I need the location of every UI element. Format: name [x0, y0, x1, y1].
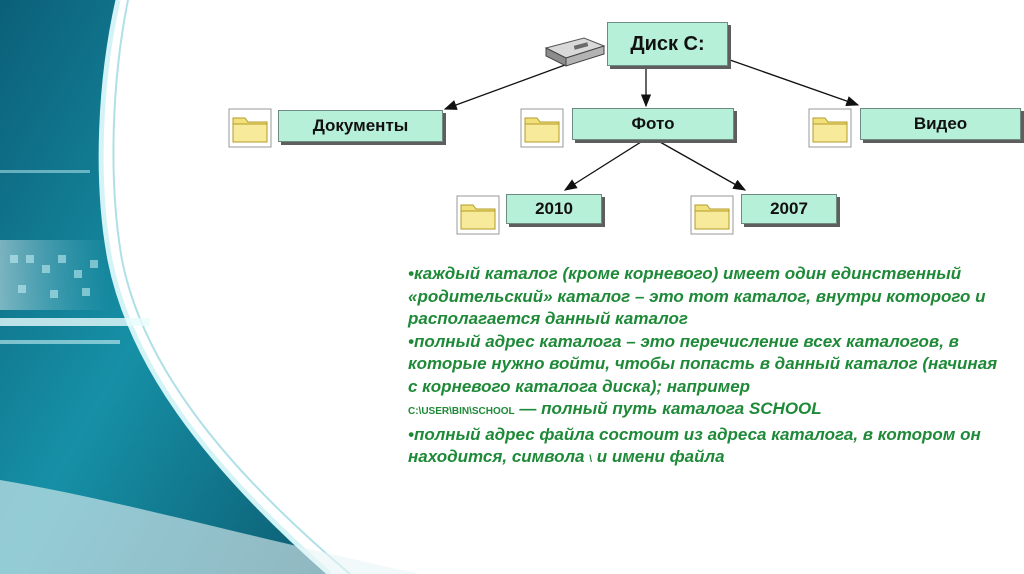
- node-2010: 2010: [506, 194, 602, 224]
- explanation-text: •каждый каталог (кроме корневого) имеет …: [408, 263, 1008, 472]
- path-example-desc: — полный путь каталога SCHOOL: [514, 399, 822, 418]
- paragraph-parent-directory: •каждый каталог (кроме корневого) имеет …: [408, 264, 986, 328]
- node-documents: Документы: [278, 110, 443, 142]
- node-disk-c: Диск С:: [607, 22, 728, 66]
- file-path-part-b: и имени файла: [592, 447, 725, 466]
- paragraph-path-example: C:\USER\BIN\SCHOOL — полный путь каталог…: [408, 398, 1008, 424]
- backslash-symbol: \: [589, 454, 593, 465]
- node-video: Видео: [860, 108, 1021, 140]
- node-photo: Фото: [572, 108, 734, 140]
- folder-icon: [456, 195, 500, 235]
- folder-icon: [228, 108, 272, 148]
- file-path-part-a: •полный адрес файла состоит из адреса ка…: [408, 424, 981, 467]
- path-example-code: C:\USER\BIN\SCHOOL: [408, 406, 515, 417]
- hard-drive-icon: [544, 37, 606, 67]
- paragraph-full-path: •полный адрес каталога – это перечислени…: [408, 331, 998, 396]
- folder-icon: [520, 108, 564, 148]
- folder-icon: [808, 108, 852, 148]
- paragraph-file-path: •полный адрес файла состоит из адреса ка…: [408, 424, 1008, 472]
- node-2007: 2007: [741, 194, 837, 224]
- folder-icon: [690, 195, 734, 235]
